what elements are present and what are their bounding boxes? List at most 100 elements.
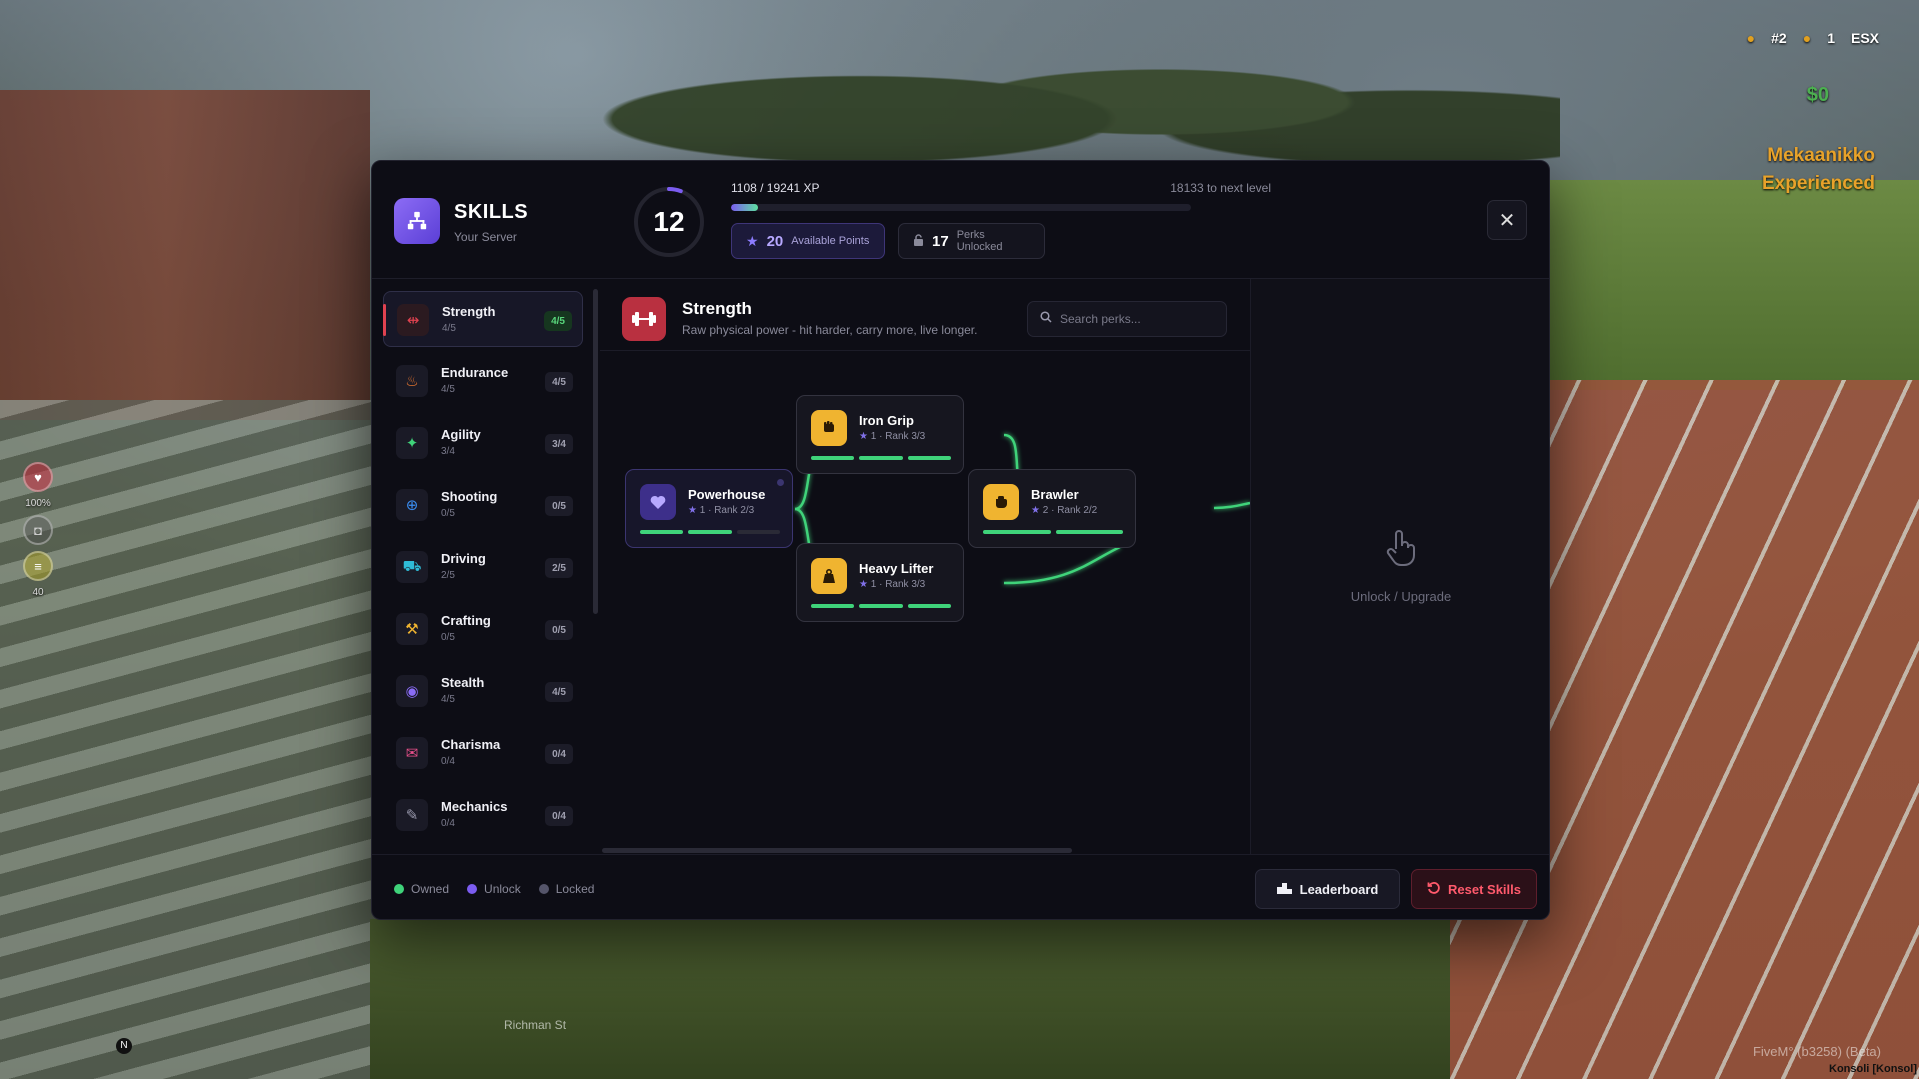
- fist-icon: [811, 410, 847, 446]
- legend-owned: Owned: [394, 882, 449, 896]
- heart-icon: [640, 484, 676, 520]
- close-button[interactable]: ✕: [1487, 200, 1527, 240]
- star-icon: ★: [688, 505, 697, 516]
- background-brick-wall: [0, 90, 370, 420]
- hud-street: Richman St: [504, 1018, 567, 1032]
- sidebar-item-badge: 2/5: [545, 558, 573, 578]
- perk-cost: 1: [870, 431, 877, 442]
- rank-segment: [907, 456, 951, 460]
- compass-icon: N: [116, 1038, 132, 1054]
- sidebar-item-badge: 4/5: [544, 311, 572, 331]
- perk-rank: Rank 2/3: [714, 505, 755, 516]
- perk-iron-grip[interactable]: Iron Grip ★ 1 · Rank 3/3: [796, 395, 964, 474]
- panel-header: SKILLS Your Server 12 1108 / 19241 XP 18…: [372, 161, 1549, 279]
- rank-segment: [688, 530, 732, 534]
- reset-icon: [1427, 881, 1440, 897]
- perk-powerhouse[interactable]: Powerhouse★ 1 · Rank 2/3: [625, 469, 793, 548]
- xp-progress-bar: [731, 204, 1191, 211]
- background-trees: [560, 0, 1560, 170]
- sidebar-item-badge: 3/4: [545, 434, 573, 454]
- weight-icon: [811, 558, 847, 594]
- perk-rank-bars: [811, 604, 951, 608]
- unlock-icon: [913, 233, 924, 249]
- perk-rank: Rank 3/3: [885, 579, 926, 590]
- perk-name: Iron Grip: [859, 413, 914, 428]
- sidebar-scrollbar[interactable]: [593, 289, 598, 614]
- search-icon: [1040, 310, 1052, 328]
- running-icon: ✦: [396, 427, 428, 459]
- sidebar-item-label: Crafting: [441, 613, 491, 628]
- food-value: 40: [32, 587, 44, 598]
- legend: Owned Unlock Locked: [394, 882, 594, 896]
- xp-to-next: 18133 to next level: [1170, 181, 1271, 195]
- rank-segment: [811, 604, 855, 608]
- sidebar-item-strength[interactable]: ⇹ Strength 4/5 4/5: [383, 291, 583, 347]
- hammer-icon: ⚒: [396, 613, 428, 645]
- legend-locked: Locked: [538, 882, 594, 896]
- podium-icon: [1276, 882, 1292, 897]
- sidebar-item-label: Stealth: [441, 675, 485, 690]
- leaderboard-button[interactable]: Leaderboard: [1255, 869, 1400, 909]
- perk-brawler[interactable]: Brawler★ 2 · Rank 2/2: [968, 469, 1136, 548]
- lungs-icon: ♨: [396, 365, 428, 397]
- rank-segment: [736, 530, 780, 534]
- perk-name: Heavy Lifter: [859, 561, 934, 576]
- sidebar-item-progress: 4/5: [441, 384, 455, 395]
- build-info: FiveM° (b3258) (Beta): [1752, 1044, 1881, 1059]
- sidebar-item-progress: 0/5: [441, 632, 455, 643]
- legend-label: Unlock: [484, 882, 521, 896]
- reset-label: Reset Skills: [1448, 881, 1521, 897]
- perk-meta: ★ 1 · Rank 3/3: [859, 431, 926, 442]
- perk-cost: 1: [699, 505, 706, 516]
- tree-scrollbar[interactable]: [602, 848, 1072, 853]
- punch-icon: [983, 484, 1019, 520]
- sidebar-item-label: Charisma: [441, 737, 501, 752]
- perk-heavy-lifter[interactable]: Heavy Lifter★ 1 · Rank 3/3: [796, 543, 964, 622]
- category-header: Strength Raw physical power - hit harder…: [600, 279, 1250, 351]
- sidebar-item-progress: 0/5: [441, 508, 455, 519]
- sidebar-item-badge: 4/5: [545, 682, 573, 702]
- legend-unlock: Unlock: [467, 882, 521, 896]
- legend-label: Owned: [411, 882, 450, 896]
- hud-job-grade: Experienced: [1762, 173, 1875, 194]
- sidebar-item-label: Strength: [442, 304, 496, 319]
- rank-segment: [1055, 530, 1123, 534]
- rank-segment: [859, 604, 903, 608]
- level-progress-ring: [634, 187, 704, 257]
- perk-rank-bars: [811, 456, 951, 460]
- sidebar-item-progress: 4/5: [442, 323, 456, 334]
- rank-segment: [859, 456, 903, 460]
- sidebar-item-label: Agility: [441, 427, 481, 442]
- sidebar-item-label: Shooting: [441, 489, 498, 504]
- hud-job: Mekaanikko Experienced: [1762, 142, 1875, 198]
- rank-segment: [811, 456, 855, 460]
- search-input[interactable]: [1060, 312, 1210, 326]
- hud-count: 1: [1827, 30, 1835, 46]
- sidebar-item-badge: 0/5: [545, 496, 573, 516]
- sidebar-item-badge: 4/5: [545, 372, 573, 392]
- user-info: Konsoli [Konsol]: [1829, 1063, 1917, 1075]
- armor-icon: ◘: [23, 515, 53, 545]
- rank-segment: [907, 604, 951, 608]
- dumbbell-icon: ⇹: [397, 304, 429, 336]
- star-icon: ★: [859, 579, 868, 590]
- legend-dot: [538, 884, 549, 894]
- panel-subtitle: Your Server: [454, 230, 517, 244]
- reset-skills-button[interactable]: Reset Skills: [1411, 869, 1537, 909]
- perk-meta: ★ 2 · Rank 2/2: [1031, 505, 1098, 516]
- perk-cost: 1: [870, 579, 877, 590]
- panel-title: SKILLS: [454, 201, 529, 223]
- sidebar-item-badge: 0/4: [545, 744, 573, 764]
- hud-status: ♥ 100% ◘ ≡ 40: [22, 462, 54, 598]
- leaderboard-label: Leaderboard: [1299, 881, 1379, 897]
- perk-tree[interactable]: Powerhouse★ 1 · Rank 2/3 Iron Grip ★ 1 · R…: [600, 351, 1250, 851]
- category-title: Strength: [682, 299, 752, 318]
